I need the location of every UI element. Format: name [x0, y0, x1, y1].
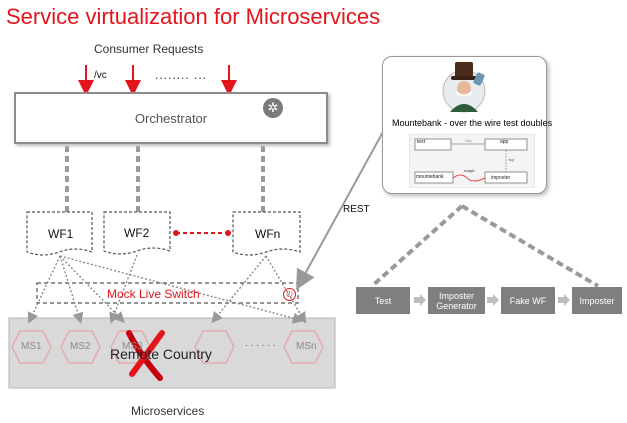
- wf-ms-arrows: [27, 254, 307, 325]
- consumer-requests-label: Consumer Requests: [94, 42, 204, 56]
- pipeline-step-test: Test: [356, 287, 410, 314]
- mini-test-label: test: [417, 139, 426, 145]
- workflow-label-wfn: WFn: [255, 227, 281, 241]
- page-title: Service virtualization for Microservices: [6, 4, 381, 29]
- gear-network-icon: ✲: [263, 98, 283, 118]
- mock-switch-label: Mock Live Switch: [107, 287, 200, 301]
- request-dots: ........ ...: [155, 68, 208, 82]
- rest-arrow: [296, 129, 385, 291]
- mini-tcp-label: tcp: [509, 157, 515, 162]
- workflow-doc: [103, 211, 171, 255]
- mini-imposter-label: imposter: [491, 175, 511, 181]
- path-label: /vc: [94, 70, 107, 81]
- pipeline-step-imposter: Imposter: [572, 287, 622, 314]
- workflow-label-wf2: WF2: [124, 226, 150, 240]
- mini-app-label: app: [500, 139, 509, 145]
- pipeline-step-imposter-generator: Imposter Generator: [428, 287, 485, 314]
- mini-mountebank-label: mountebank: [416, 174, 444, 180]
- power-icon[interactable]: ⏻: [283, 288, 296, 301]
- workflow-label-wf1: WF1: [48, 227, 74, 241]
- ms-label-ms2: MS2: [70, 341, 91, 352]
- rest-label: REST: [343, 204, 370, 215]
- workflow-doc: [232, 211, 301, 256]
- remote-country-label: Remote Country: [110, 346, 212, 362]
- ms-label-ms1: MS1: [21, 341, 42, 352]
- ms-label-ms3: MS3: [122, 341, 143, 352]
- workflow-doc: [26, 211, 93, 256]
- ms-label-msn: MSn: [296, 341, 317, 352]
- ms-hexagons: [11, 330, 324, 364]
- orchestrator-box: Orchestrator: [14, 92, 328, 144]
- orchestrator-label: Orchestrator: [134, 110, 208, 126]
- red-x-icon: [126, 330, 165, 381]
- mini-http-label: http: [465, 138, 472, 143]
- orchestrator-links: [65, 146, 265, 212]
- mini-magic-label: magic: [464, 168, 475, 173]
- request-arrows: [78, 65, 237, 96]
- mountebank-mini-diagram: [409, 134, 535, 188]
- pipeline-links: [370, 204, 600, 288]
- ms-dots: . . . . . .: [245, 338, 276, 349]
- mountebank-caption: Mountebank - over the wire test doubles: [392, 118, 553, 128]
- pipeline-step-fake-wf: Fake WF: [501, 287, 555, 314]
- microservices-caption: Microservices: [131, 404, 205, 418]
- pipeline-arrows: [414, 294, 570, 306]
- workflow-shapes: [26, 211, 301, 256]
- mountebank-mascot-icon: [442, 62, 486, 113]
